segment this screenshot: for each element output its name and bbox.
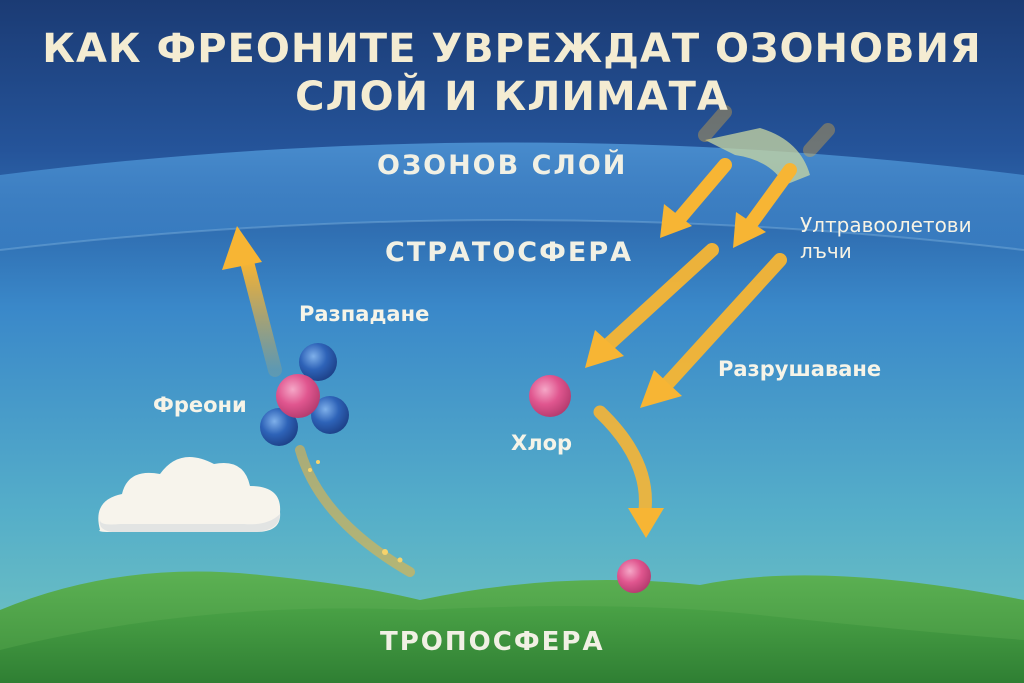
decay-label: Разпадане (299, 302, 430, 326)
freon-atom (311, 396, 349, 434)
chlorine-atom-ground (617, 559, 651, 593)
uv-rays-label: Ултравоолетови лъчи (800, 213, 972, 263)
chlorine-atom (529, 375, 571, 417)
ozone-layer-label: ОЗОНОВ СЛОЙ (377, 150, 628, 181)
ozone-layer-band (0, 142, 1024, 250)
freon-central-atom (276, 374, 320, 418)
destruction-label: Разрушаване (718, 357, 882, 381)
stratosphere-boundary (0, 219, 1024, 251)
page-title-line-1: КАК ФРЕОНИТЕ УВРЕЖДАТ ОЗОНОВИЯ (42, 26, 982, 72)
cloud-icon (98, 456, 281, 532)
freons-label: Фреони (153, 393, 247, 417)
freon-rise-arrow (222, 226, 282, 377)
freon-molecule (260, 343, 349, 446)
freon-atom (299, 343, 337, 381)
chlorine-label: Хлор (511, 431, 573, 455)
freon-atom (260, 408, 298, 446)
chlorine-fall-arrow (593, 405, 664, 538)
destruction-arrows (585, 243, 787, 408)
freon-trail (295, 445, 415, 577)
page-title-line-2: СЛОЙ И КЛИМАТА (295, 74, 729, 120)
troposphere-label: ТРОПОСФЕРА (380, 627, 605, 657)
stratosphere-label: СТРАТОСФЕРА (385, 237, 634, 268)
front-hills (0, 606, 1024, 683)
uv-ray-arrows (660, 105, 835, 248)
